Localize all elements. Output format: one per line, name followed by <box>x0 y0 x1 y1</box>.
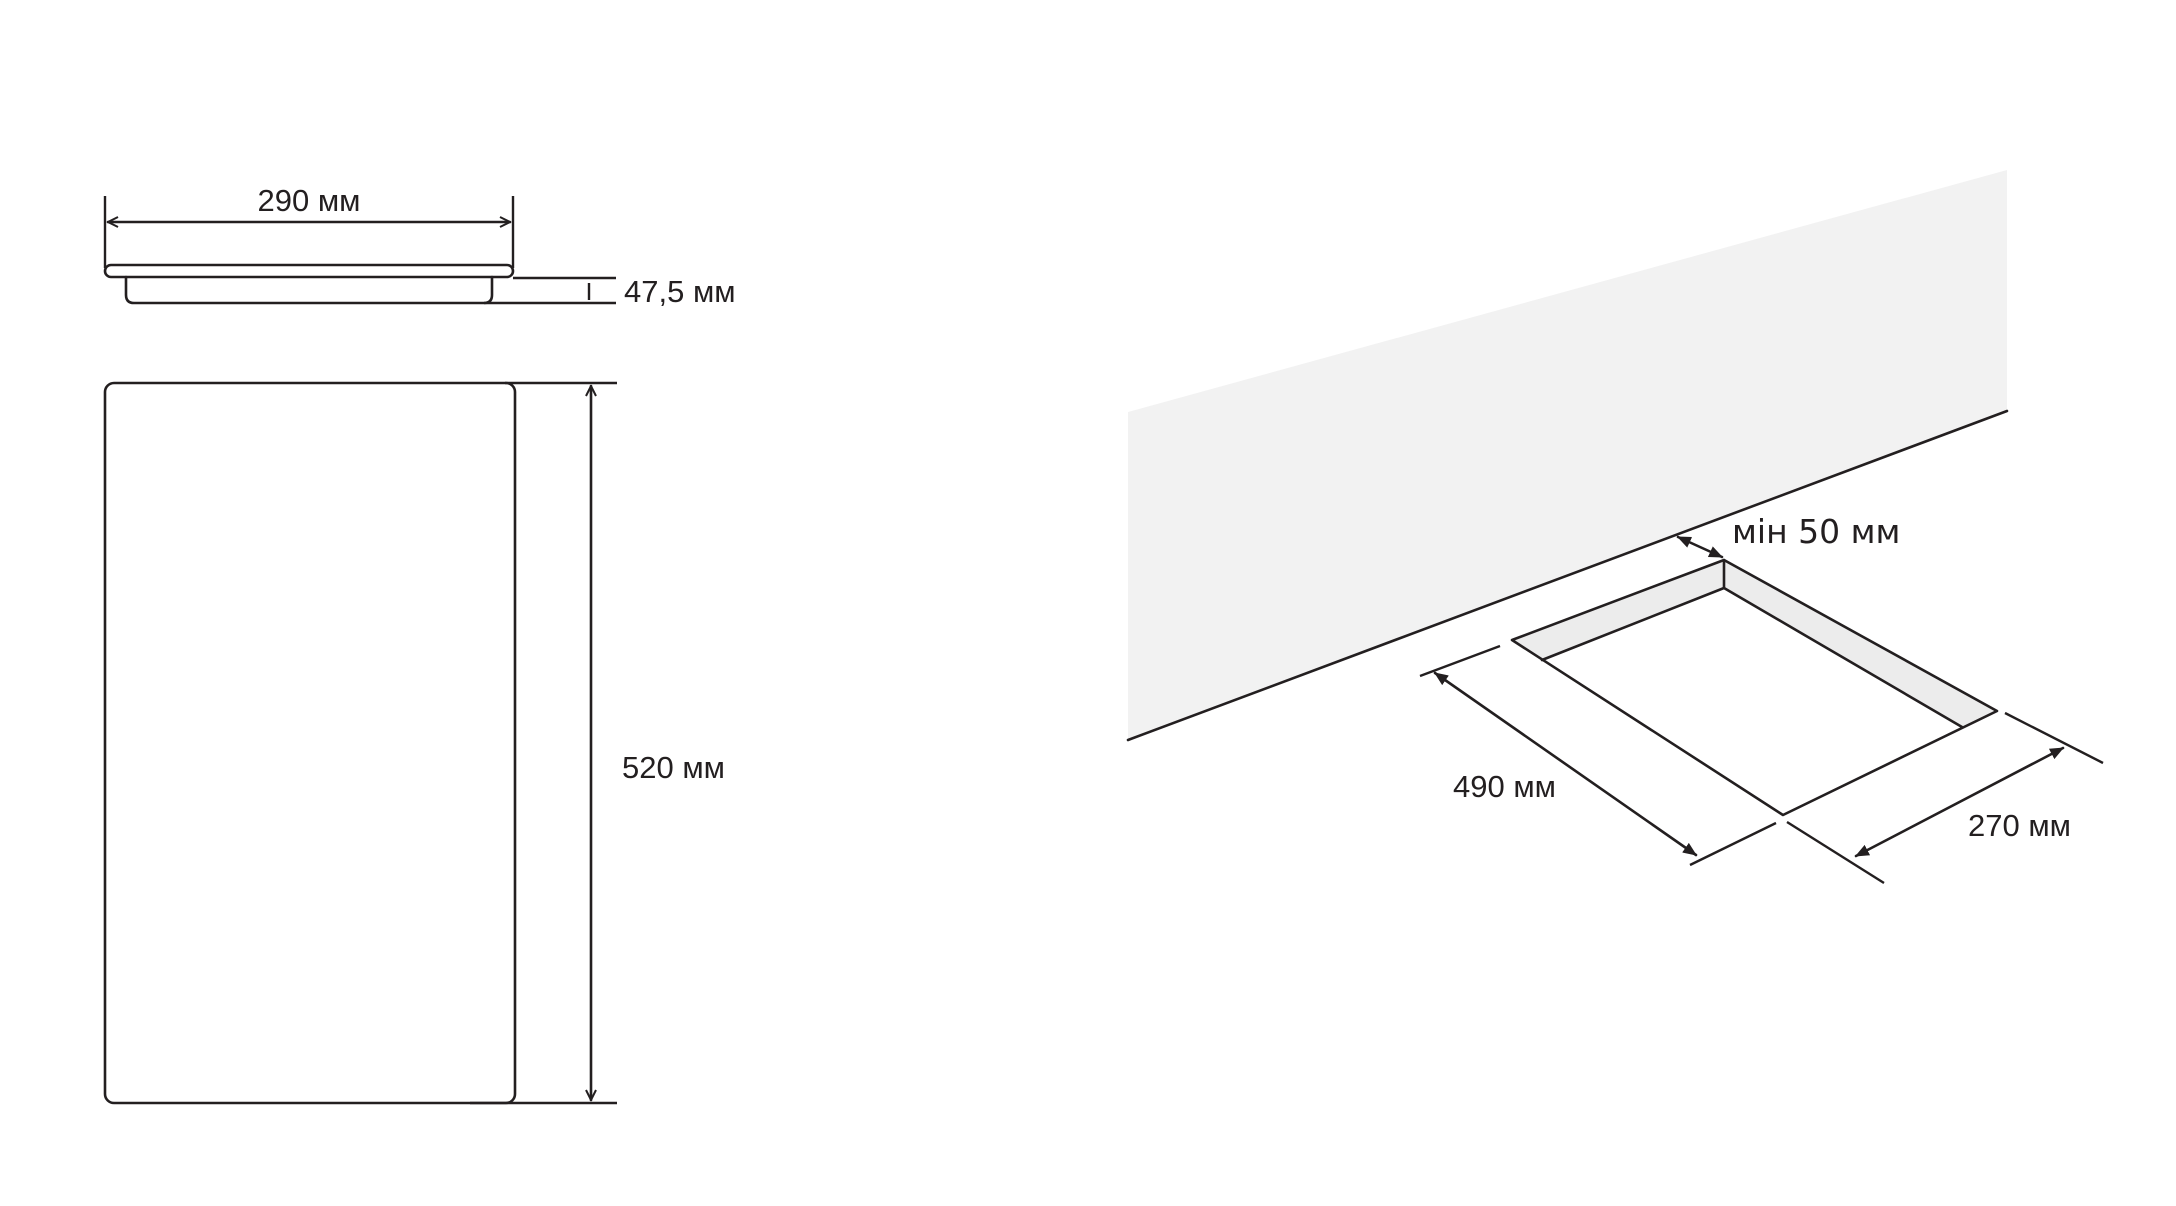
width-label: 290 мм <box>258 183 361 218</box>
cutout-width-extension-right <box>2004 711 2104 765</box>
cutout-depth-dimension-line <box>1433 671 1698 857</box>
min-gap-label: мін 50 мм <box>1732 512 1900 551</box>
min-gap-dimension-line <box>1676 535 1724 559</box>
cutout-width-label: 270 мм <box>1968 808 2071 843</box>
depth-label: 520 мм <box>622 750 725 785</box>
top-view: 520 мм <box>103 381 725 1105</box>
cutout-depth-extension-front <box>1689 821 1777 867</box>
cutout-depth-label: 490 мм <box>1453 769 1556 804</box>
wall <box>1128 170 2007 740</box>
cutout-width-extension-left <box>1786 820 1885 885</box>
glass-top-plate <box>103 263 515 279</box>
cutout-depth-extension-back <box>1419 644 1501 678</box>
cutout-width-dimension-line <box>1854 746 2065 858</box>
front-view: 290 мм 47,5 мм <box>103 183 736 309</box>
installation-view: мін 50 мм 490 мм 270 мм <box>1126 170 2104 885</box>
worktop-back-edge <box>1126 409 2009 742</box>
hob-top-outline <box>103 381 517 1105</box>
cutout-rim <box>1512 560 1997 727</box>
height-label: 47,5 мм <box>624 274 736 309</box>
hob-body <box>124 275 494 305</box>
